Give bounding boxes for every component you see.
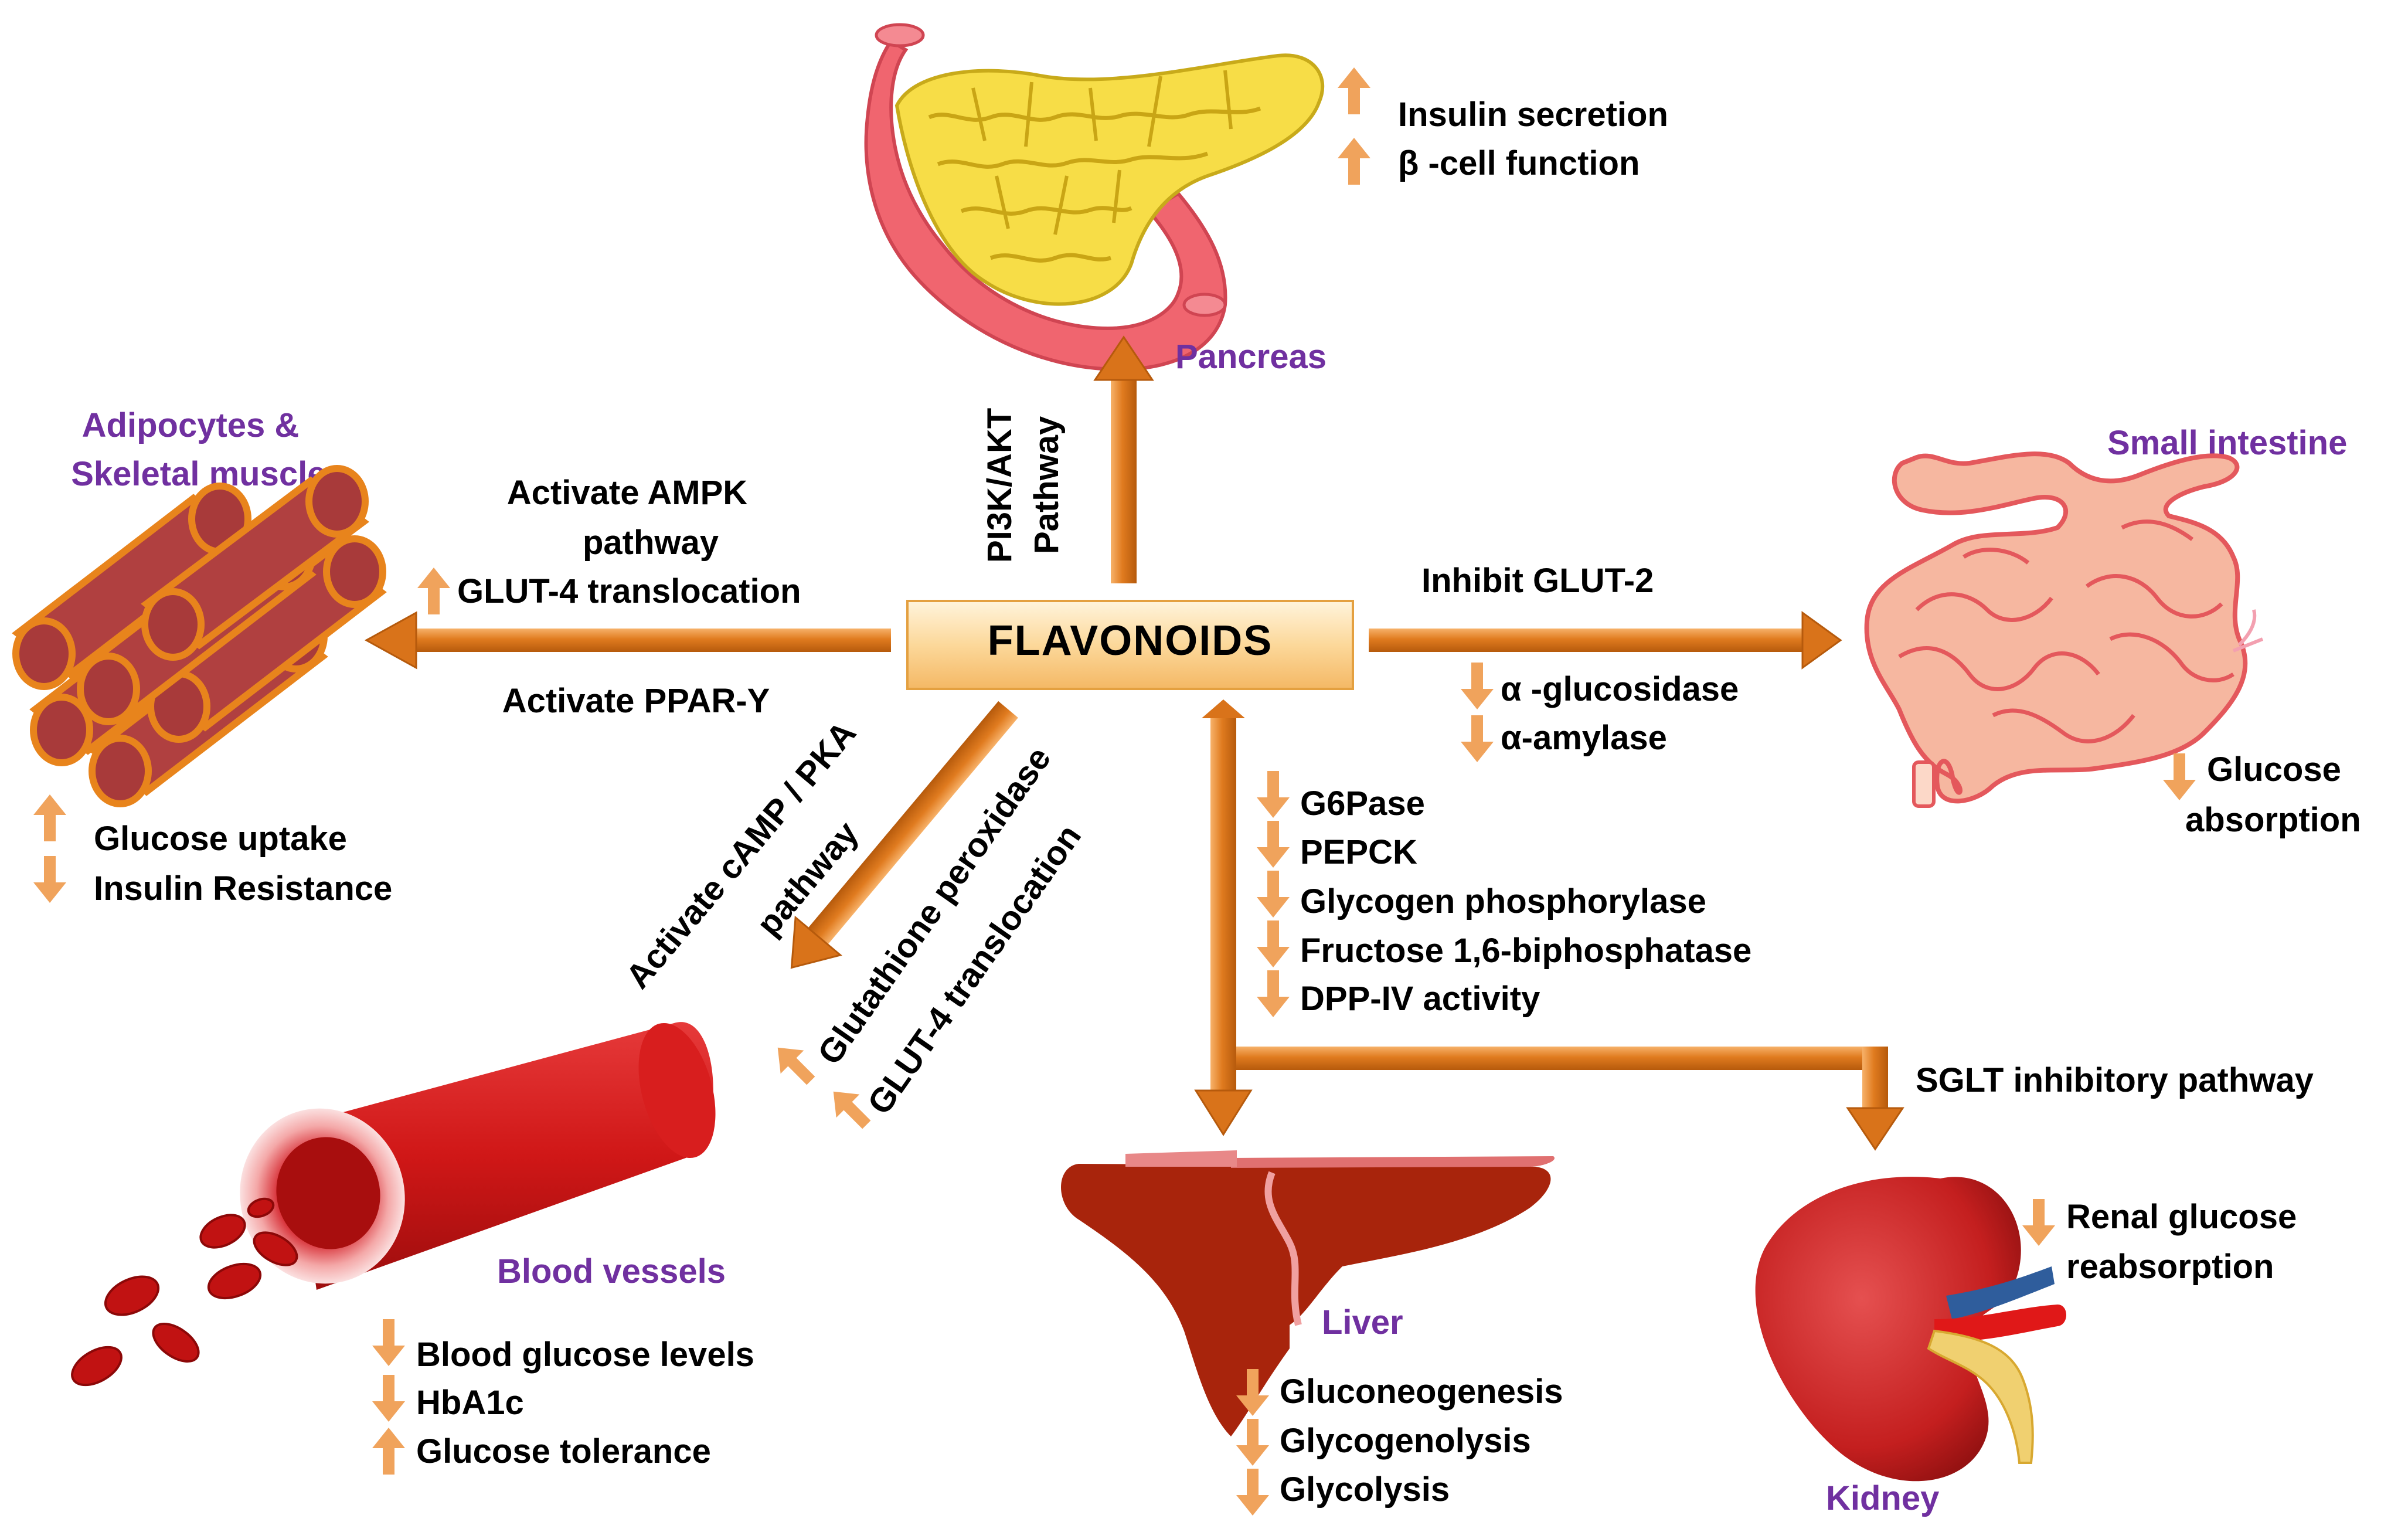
blood-vessel-illustration: [71, 1022, 716, 1387]
up-arrow-icon: [833, 1091, 871, 1129]
up-arrow-icon: [372, 1428, 405, 1475]
down-arrow-icon: [1257, 970, 1290, 1017]
flavonoids-title: FLAVONOIDS: [988, 617, 1273, 664]
kidney-effect: Renal glucose reabsorption: [2022, 1198, 2297, 1286]
ampk-pathway-label: pathway: [583, 524, 719, 562]
effect-glycolysis: Glycolysis: [1280, 1470, 1450, 1509]
arrow-to-small-intestine: [1369, 611, 1842, 670]
pi3k-akt-label: PI3K/AKT: [981, 408, 1019, 563]
down-arrow-icon: [1461, 663, 1494, 709]
pancreas-illustration: [864, 23, 1325, 372]
inhibit-glut2-label: Inhibit GLUT-2: [1421, 562, 1654, 600]
up-arrow-icon: [1338, 67, 1370, 114]
down-arrow-icon: [1236, 1419, 1269, 1466]
pancreas-effects: Insulin secretion β -cell function: [1338, 67, 1668, 185]
enzyme-alpha-glucosidase: α -glucosidase: [1501, 670, 1739, 708]
glut4-translocation-label: GLUT-4 translocation: [457, 572, 801, 610]
up-arrow-icon: [777, 1047, 815, 1085]
blood-vessels-label: Blood vessels: [497, 1252, 726, 1290]
enzyme-fructose-biphosphatase: Fructose 1,6-biphosphatase: [1300, 932, 1751, 970]
liver-label: Liver: [1322, 1303, 1403, 1341]
sglt-inhibitory-label: SGLT inhibitory pathway: [1916, 1061, 2314, 1099]
effect-insulin-secretion: Insulin secretion: [1398, 96, 1668, 134]
down-arrow-icon: [1236, 1469, 1269, 1516]
effect-glucose-uptake: Glucose uptake: [94, 820, 347, 858]
activate-ampk-label: Activate AMPK: [507, 474, 748, 512]
down-arrow-icon: [2022, 1199, 2055, 1246]
intestine-enzymes: α -glucosidase α-amylase: [1461, 663, 1739, 762]
blood-effects: Blood glucose levels HbA1c Glucose toler…: [372, 1319, 754, 1475]
flavonoids-box: FLAVONOIDS: [906, 600, 1354, 690]
pathway-label: Pathway: [1028, 416, 1066, 554]
liver-effects: Gluconeogenesis Glycogenolysis Glycolysi…: [1236, 1369, 1563, 1516]
enzyme-dpp-iv-activity: DPP-IV activity: [1300, 980, 1540, 1018]
effect-beta-cell-function: β -cell function: [1398, 144, 1640, 182]
effect-glucose-tolerance: Glucose tolerance: [416, 1432, 711, 1470]
down-arrow-icon: [2163, 753, 2196, 800]
effect-hba1c: HbA1c: [416, 1384, 524, 1422]
kidney-illustration: [1755, 1177, 2066, 1482]
down-arrow-icon: [33, 856, 66, 903]
up-arrow-icon: [33, 794, 66, 841]
effect-renal-glucose: Renal glucose: [2066, 1198, 2297, 1236]
adipocyte-effects: Glucose uptake Insulin Resistance: [33, 794, 392, 908]
pancreas-label: Pancreas: [1175, 338, 1327, 376]
effect-blood-glucose-levels: Blood glucose levels: [416, 1336, 754, 1374]
down-arrow-icon: [372, 1319, 405, 1366]
up-arrow-icon: [1338, 138, 1370, 185]
down-arrow-icon: [1236, 1369, 1269, 1416]
down-arrow-icon: [372, 1375, 405, 1422]
down-arrow-icon: [1257, 871, 1290, 918]
down-arrow-icon: [1461, 715, 1494, 762]
enzyme-pepck: PEPCK: [1300, 833, 1417, 871]
effect-glucose: Glucose: [2207, 750, 2341, 789]
liver-enzymes: G6Pase PEPCK Glycogen phosphorylase Fruc…: [1257, 771, 1751, 1018]
activate-ppar-label: Activate PPAR-Y: [502, 682, 770, 720]
up-arrow-icon: [417, 568, 450, 614]
enzyme-glycogen-phosphorylase: Glycogen phosphorylase: [1300, 882, 1706, 920]
enzyme-alpha-amylase: α-amylase: [1501, 719, 1667, 757]
effect-absorption: absorption: [2185, 801, 2361, 839]
enzyme-g6pase: G6Pase: [1300, 784, 1425, 823]
arrow-to-adipocytes: [364, 611, 891, 670]
effect-insulin-resistance: Insulin Resistance: [94, 869, 392, 908]
adipocytes-label-line1: Adipocytes &: [82, 406, 300, 444]
effect-gluconeogenesis: Gluconeogenesis: [1280, 1373, 1563, 1411]
arrow-to-pancreas: [1093, 335, 1154, 583]
effect-reabsorption: reabsorption: [2066, 1248, 2274, 1286]
down-arrow-icon: [1257, 920, 1290, 967]
liver-illustration: [1061, 1150, 1555, 1436]
arrow-to-blood-vessels: [790, 701, 1018, 969]
effect-glycogenolysis: Glycogenolysis: [1280, 1422, 1531, 1460]
intestine-effect: Glucose absorption: [2163, 750, 2361, 839]
small-intestine-illustration: [1864, 451, 2264, 808]
down-arrow-icon: [1257, 771, 1290, 818]
kidney-label: Kidney: [1826, 1479, 1939, 1517]
muscle-fiber-illustration: [12, 465, 387, 807]
arrow-to-liver-and-kidney: [1194, 699, 1904, 1151]
red-blood-cells: [71, 1197, 298, 1387]
down-arrow-icon: [1257, 821, 1290, 868]
